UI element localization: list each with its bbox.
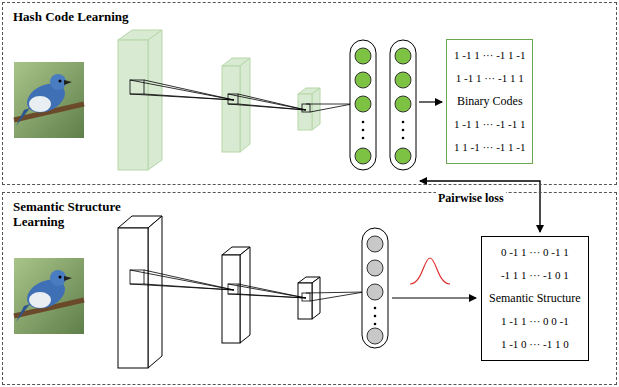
loss-label: Pairwise loss xyxy=(436,191,506,205)
matrix-title: Semantic Structure xyxy=(489,287,581,310)
bird-photo xyxy=(14,258,84,334)
section-panel: Hash Code Learning1 -1 1 ··· -1 1 -11 -1… xyxy=(2,2,617,185)
loss-arrow xyxy=(420,181,540,232)
section-title: Semantic Structure Learning xyxy=(13,199,131,229)
matrix-box: 0 -1 1 ··· 0 -1 1-1 1 1 ··· -1 0 1Semant… xyxy=(481,236,589,361)
matrix-row: 1 -1 1 ··· -1 1 1 xyxy=(454,67,525,90)
matrix-row: 0 -1 1 ··· 0 -1 1 xyxy=(489,241,581,264)
matrix-row: 1 -1 1 ··· -1 1 -1 xyxy=(454,44,525,67)
receptive-field-lines xyxy=(130,80,352,112)
flow-arrow xyxy=(419,101,442,102)
matrix-row: 1 1 -1 ··· -1 1 -1 xyxy=(454,136,525,159)
matrix-title: Binary Codes xyxy=(454,90,525,113)
conv-layer xyxy=(118,216,320,368)
matrix-row: -1 1 1 ··· -1 0 1 xyxy=(489,264,581,287)
matrix-row: 1 -1 0 ··· -1 1 0 xyxy=(489,333,581,356)
fc-layer xyxy=(362,228,388,348)
section-title: Hash Code Learning xyxy=(13,9,129,24)
matrix-row: 1 -1 1 ··· 0 0 -1 xyxy=(489,310,581,333)
section-panel: Semantic Structure Learning 0 -1 1 ··· 0 … xyxy=(2,192,617,385)
gaussian-curve xyxy=(410,258,450,284)
conv-layer xyxy=(118,30,320,170)
matrix-row: 1 -1 1 ··· -1 -1 1 xyxy=(454,113,525,136)
receptive-field-lines xyxy=(130,270,364,301)
matrix-box: 1 -1 1 ··· -1 1 -11 -1 1 ··· -1 1 1Binar… xyxy=(446,39,533,164)
bird-photo xyxy=(14,62,84,138)
fc-layer xyxy=(350,40,416,170)
flow-arrow xyxy=(392,297,476,298)
